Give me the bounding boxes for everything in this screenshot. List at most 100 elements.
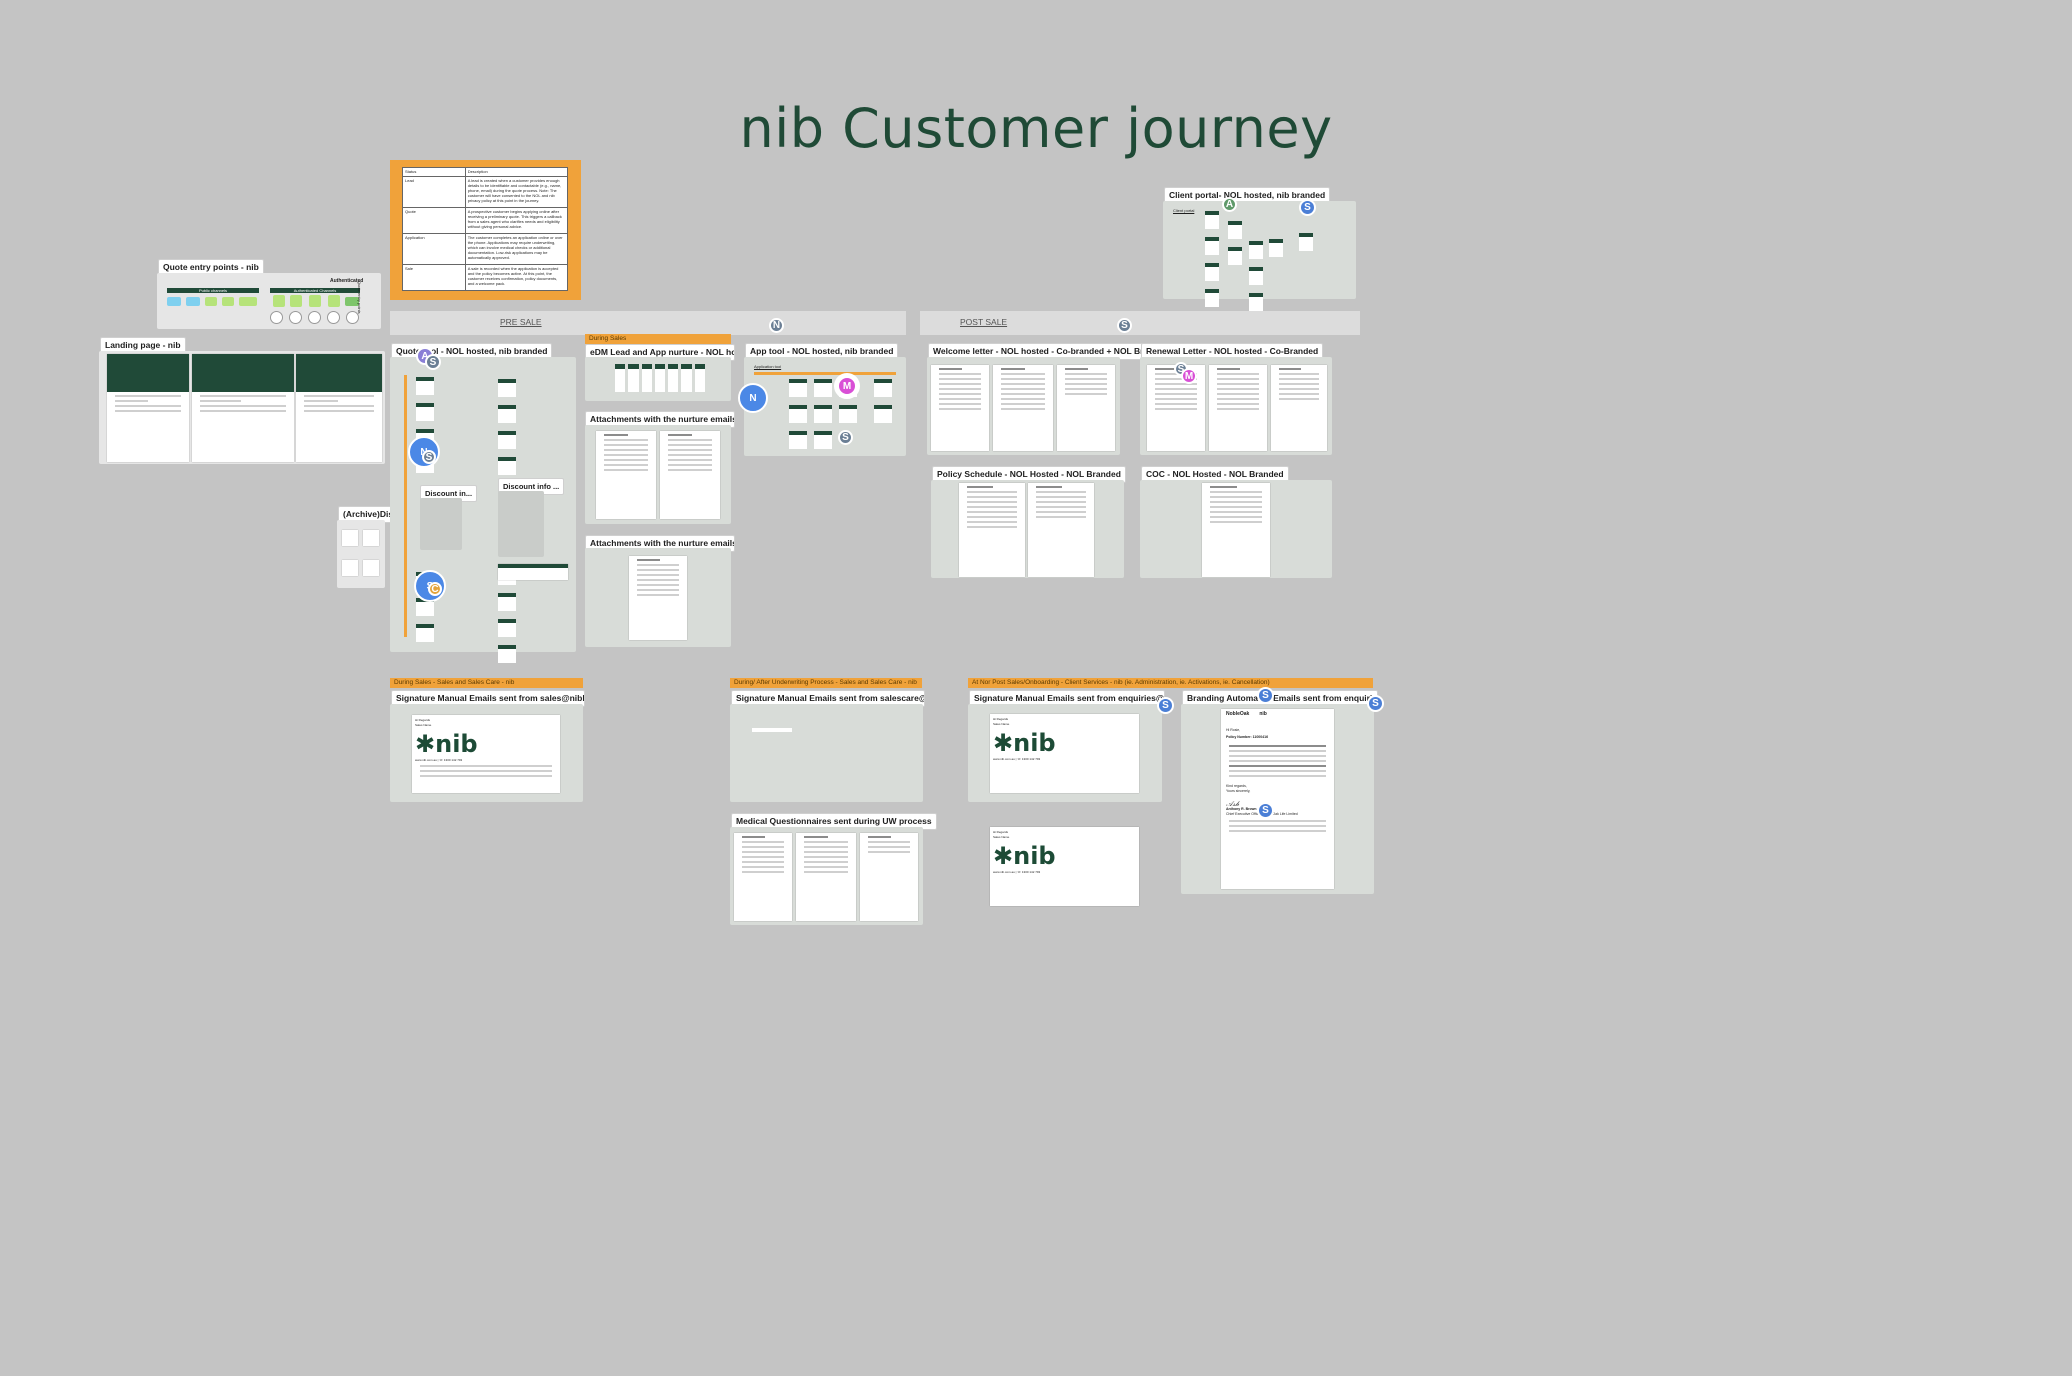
coc-doc [1202, 483, 1270, 577]
attachments-frame-1[interactable] [585, 425, 731, 524]
sales-strip: During Sales - Sales and Sales Care - ni… [390, 678, 583, 688]
sig-enquiries-frame[interactable]: Hi Regards Sales Name ✱nib www.nib.com.a… [968, 704, 1162, 802]
attachment-doc [629, 556, 687, 640]
letter-doc [993, 365, 1053, 451]
quote-entry-heading: Authenticated [330, 278, 364, 284]
quote-screen-row [498, 564, 568, 580]
entry-chip [273, 295, 285, 307]
entry-chip [239, 297, 257, 306]
post-sale-strip: At Nor Post Sales/Onboarding - Client Se… [968, 678, 1373, 688]
policy-schedule-frame[interactable] [931, 480, 1124, 578]
quote-tool-frame[interactable]: Discount in... Discount info ... [390, 357, 576, 663]
edm-thumb-strip [615, 364, 705, 392]
coc-frame[interactable] [1140, 480, 1332, 578]
client-portal-frame[interactable]: Client portal [1163, 201, 1356, 311]
landing-screen-3 [296, 354, 382, 462]
app-thumbs [814, 379, 832, 457]
table-cell: Application [402, 232, 466, 266]
collaborator-avatar[interactable]: S [1257, 687, 1274, 704]
client-portal-sublabel: Client portal [1173, 208, 1195, 213]
nib-asterisk-icon: ✱ [415, 730, 436, 758]
medical-doc [734, 833, 792, 921]
nib-email: Hi Regards Sales Name ✱nib www.nib.com.a… [990, 714, 1139, 793]
sig-sales-frame[interactable]: Hi Regards Sales Name ✱nib www.nib.com.a… [390, 704, 583, 802]
letter-doc [1209, 365, 1267, 451]
discount-frame-1[interactable] [420, 498, 462, 550]
entry-chip [309, 295, 321, 307]
collaborator-avatar[interactable]: A [1222, 197, 1237, 212]
portal-thumbs [1228, 221, 1242, 273]
medical-frame[interactable] [730, 827, 923, 925]
portal-thumbs [1299, 233, 1313, 259]
archive-thumb [342, 530, 358, 546]
portal-thumbs [1205, 211, 1219, 315]
attachment-doc [596, 431, 656, 519]
table-header: Description [464, 167, 569, 177]
edm-frame[interactable] [585, 357, 731, 401]
post-sale-band: POST SALE [920, 311, 1360, 335]
nib-logo: ✱nib [993, 729, 1056, 757]
collaborator-avatar[interactable]: S [1157, 697, 1174, 714]
public-channels-bar: Public channels [167, 288, 259, 293]
app-tool-sublabel: Application tool [754, 364, 782, 369]
table-cell: A sale is recorded when the application … [464, 264, 569, 291]
archive-frame[interactable] [337, 520, 385, 588]
archive-thumb [342, 560, 358, 576]
schedule-doc [1028, 483, 1094, 577]
entry-chip [186, 297, 200, 306]
collaborator-avatar[interactable]: N [738, 383, 768, 413]
collaborator-avatar[interactable]: S [425, 354, 441, 370]
nib-logo: nib [1259, 711, 1267, 717]
collaborator-avatar[interactable]: N [769, 318, 784, 333]
collaborator-avatar[interactable]: S [838, 430, 853, 445]
discount-frame-2[interactable] [498, 491, 544, 557]
nib-asterisk-icon: ✱ [993, 729, 1014, 757]
nib-email-2: Hi Regards Sales Name ✱nib www.nib.com.a… [990, 827, 1139, 906]
medical-doc [860, 833, 918, 921]
landing-screen-1 [107, 354, 189, 462]
collaborator-avatar[interactable]: M [1181, 368, 1197, 384]
attachment-doc [660, 431, 720, 519]
entry-chip [222, 297, 234, 306]
entry-chip [205, 297, 217, 306]
board-title: nib Customer journey [739, 97, 1333, 160]
table-cell: Lead [402, 175, 466, 209]
authenticated-channels-bar: Authenticated Channels [270, 288, 360, 293]
welcome-frame[interactable] [927, 357, 1120, 455]
sig-salescare-frame[interactable] [730, 704, 923, 802]
nib-logo: ✱nib [993, 842, 1056, 870]
table-cell: Sale [402, 264, 466, 291]
app-tool-frame[interactable]: Application tool [744, 357, 906, 456]
during-sales-strip: During Sales [585, 334, 731, 344]
table-cell: A prospective customer begins applying o… [464, 207, 569, 234]
app-tool-bar [754, 372, 896, 375]
landing-screen-2 [192, 354, 294, 462]
nib-logo: ✱nib [415, 730, 478, 758]
archive-thumb [363, 560, 379, 576]
collaborator-avatar[interactable]: S [422, 450, 436, 464]
collaborator-avatar[interactable]: C [428, 582, 442, 596]
letter-doc [1057, 365, 1115, 451]
signature-icon: 𝒜𝓈𝒽 [1226, 801, 1240, 808]
collaborator-avatar[interactable]: M [834, 373, 860, 399]
landing-page-frame[interactable] [99, 351, 385, 464]
portal-thumbs [1269, 239, 1283, 265]
collaborator-avatar[interactable]: S [1117, 318, 1132, 333]
entry-chip [167, 297, 181, 306]
collaborator-avatar[interactable]: S [1367, 695, 1384, 712]
collaborator-avatar[interactable]: S [1257, 802, 1274, 819]
pre-sale-band: PRE SALE [390, 311, 906, 335]
letter-doc [931, 365, 989, 451]
nib-email: Hi Regards Sales Name ✱nib www.nib.com.a… [412, 715, 560, 793]
schedule-doc [959, 483, 1025, 577]
quote-thumbs-col4 [498, 567, 516, 671]
attachments-frame-2[interactable] [585, 548, 731, 647]
app-thumbs [789, 379, 807, 457]
quote-entry-frame[interactable]: Authenticated Public channels Authentica… [157, 273, 381, 329]
renewal-frame[interactable] [1140, 357, 1332, 455]
table-cell: Quote [402, 207, 466, 234]
after-uw-strip: During/ After Underwriting Process - Sal… [730, 678, 922, 688]
collaborator-avatar[interactable]: S [1299, 199, 1316, 216]
